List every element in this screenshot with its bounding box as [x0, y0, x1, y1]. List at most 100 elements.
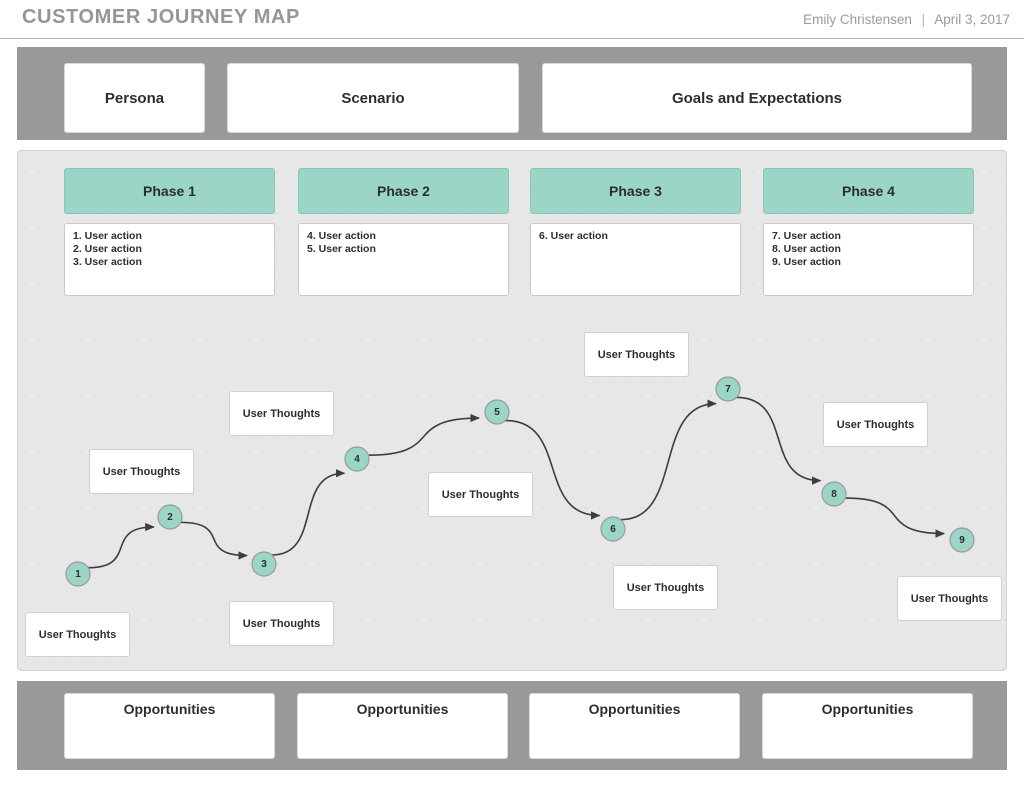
node-number: 4: [354, 454, 360, 465]
node-number: 2: [167, 512, 173, 523]
journey-node-1[interactable]: 1: [65, 561, 91, 587]
action-line: 9. User action: [772, 256, 841, 268]
action-line: 8. User action: [772, 243, 841, 255]
action-line: 5. User action: [307, 243, 376, 255]
phase-label-2: Phase 2: [377, 183, 430, 199]
user-thoughts-label: User Thoughts: [626, 581, 705, 594]
user-thoughts-label: User Thoughts: [242, 617, 321, 630]
journey-segment: [180, 521, 248, 560]
goals-label: Goals and Expectations: [671, 89, 843, 107]
opportunity-box-1[interactable]: Opportunities: [64, 693, 275, 759]
summary-band: Persona Scenario Goals and Expectations: [17, 47, 1007, 140]
node-number: 6: [610, 524, 616, 535]
user-thoughts-box-4[interactable]: User Thoughts: [229, 601, 334, 646]
node-number: 1: [75, 569, 81, 580]
journey-node-8[interactable]: 8: [821, 481, 847, 507]
user-thoughts-box-1[interactable]: User Thoughts: [25, 612, 130, 657]
action-line: 7. User action: [772, 230, 841, 242]
journey-node-group: 1 2 3 4 5 6 7 8 9: [65, 376, 975, 587]
journey-node-2[interactable]: 2: [157, 504, 183, 530]
user-thoughts-box-8[interactable]: User Thoughts: [823, 402, 928, 447]
user-thoughts-box-9[interactable]: User Thoughts: [897, 576, 1002, 621]
journey-path-group: [88, 396, 946, 569]
journey-segment: [736, 396, 822, 485]
phase-header-2[interactable]: Phase 2: [298, 168, 509, 214]
node-circle: [65, 561, 91, 587]
phase-label-1: Phase 1: [143, 183, 196, 199]
header-meta: Emily Christensen | April 3, 2017: [803, 12, 1010, 27]
node-number: 7: [725, 384, 731, 395]
journey-segment: [368, 413, 480, 456]
action-line: 2. User action: [73, 243, 142, 255]
actions-box-4[interactable]: 7. User action 8. User action 9. User ac…: [763, 223, 974, 296]
journey-segment: [88, 522, 155, 569]
node-circle: [157, 504, 183, 530]
phase-label-4: Phase 4: [842, 183, 895, 199]
opportunity-label: Opportunities: [821, 701, 914, 717]
opportunity-box-3[interactable]: Opportunities: [529, 693, 740, 759]
user-thoughts-label: User Thoughts: [441, 488, 520, 501]
user-thoughts-box-5[interactable]: User Thoughts: [428, 472, 533, 517]
node-circle: [949, 527, 975, 553]
opportunity-label: Opportunities: [588, 701, 681, 717]
page-header: CUSTOMER JOURNEY MAP Emily Christensen |…: [0, 0, 1024, 38]
user-thoughts-label: User Thoughts: [38, 628, 117, 641]
node-circle: [821, 481, 847, 507]
header-divider: [0, 38, 1024, 39]
meta-separator: |: [921, 12, 926, 27]
user-thoughts-box-3[interactable]: User Thoughts: [229, 391, 334, 436]
action-line: 4. User action: [307, 230, 376, 242]
journey-panel: Phase 1 Phase 2 Phase 3 Phase 4 1. User …: [17, 150, 1007, 671]
journey-segment: [845, 497, 946, 538]
scenario-label: Scenario: [341, 89, 405, 107]
opportunities-band: Opportunities Opportunities Opportunitie…: [17, 681, 1007, 770]
phase-header-4[interactable]: Phase 4: [763, 168, 974, 214]
journey-node-6[interactable]: 6: [600, 516, 626, 542]
header-date: April 3, 2017: [934, 12, 1010, 27]
action-line: 6. User action: [539, 230, 608, 242]
action-line: 1. User action: [73, 230, 142, 242]
actions-box-1[interactable]: 1. User action 2. User action 3. User ac…: [64, 223, 275, 296]
node-circle: [251, 551, 277, 577]
journey-node-5[interactable]: 5: [484, 399, 510, 425]
goals-box[interactable]: Goals and Expectations: [542, 63, 972, 133]
user-thoughts-label: User Thoughts: [242, 407, 321, 420]
action-line: 3. User action: [73, 256, 142, 268]
journey-node-7[interactable]: 7: [715, 376, 741, 402]
user-thoughts-label: User Thoughts: [910, 592, 989, 605]
phase-header-3[interactable]: Phase 3: [530, 168, 741, 214]
node-number: 5: [494, 407, 500, 418]
node-circle: [484, 399, 510, 425]
user-thoughts-label: User Thoughts: [597, 348, 676, 361]
persona-label: Persona: [104, 89, 165, 107]
scenario-box[interactable]: Scenario: [227, 63, 519, 133]
user-thoughts-label: User Thoughts: [836, 418, 915, 431]
phase-header-1[interactable]: Phase 1: [64, 168, 275, 214]
journey-segment: [271, 469, 346, 556]
opportunity-label: Opportunities: [123, 701, 216, 717]
opportunity-box-4[interactable]: Opportunities: [762, 693, 973, 759]
actions-box-2[interactable]: 4. User action 5. User action: [298, 223, 509, 296]
user-thoughts-box-7[interactable]: User Thoughts: [613, 565, 718, 610]
user-thoughts-label: User Thoughts: [102, 465, 181, 478]
node-number: 9: [959, 535, 965, 546]
node-circle: [344, 446, 370, 472]
user-thoughts-box-2[interactable]: User Thoughts: [89, 449, 194, 494]
journey-segment: [620, 399, 717, 521]
page-title: CUSTOMER JOURNEY MAP: [22, 6, 300, 28]
journey-node-3[interactable]: 3: [251, 551, 277, 577]
journey-node-9[interactable]: 9: [949, 527, 975, 553]
node-circle: [715, 376, 741, 402]
node-number: 3: [261, 559, 267, 570]
actions-box-3[interactable]: 6. User action: [530, 223, 741, 296]
node-circle: [600, 516, 626, 542]
journey-node-4[interactable]: 4: [344, 446, 370, 472]
user-thoughts-box-6[interactable]: User Thoughts: [584, 332, 689, 377]
journey-segment: [505, 419, 601, 520]
journey-curve-svg: 1 2 3 4 5 6 7 8 9: [65, 376, 975, 587]
persona-box[interactable]: Persona: [64, 63, 205, 133]
author-name: Emily Christensen: [803, 12, 912, 27]
opportunity-box-2[interactable]: Opportunities: [297, 693, 508, 759]
phase-label-3: Phase 3: [609, 183, 662, 199]
opportunity-label: Opportunities: [356, 701, 449, 717]
